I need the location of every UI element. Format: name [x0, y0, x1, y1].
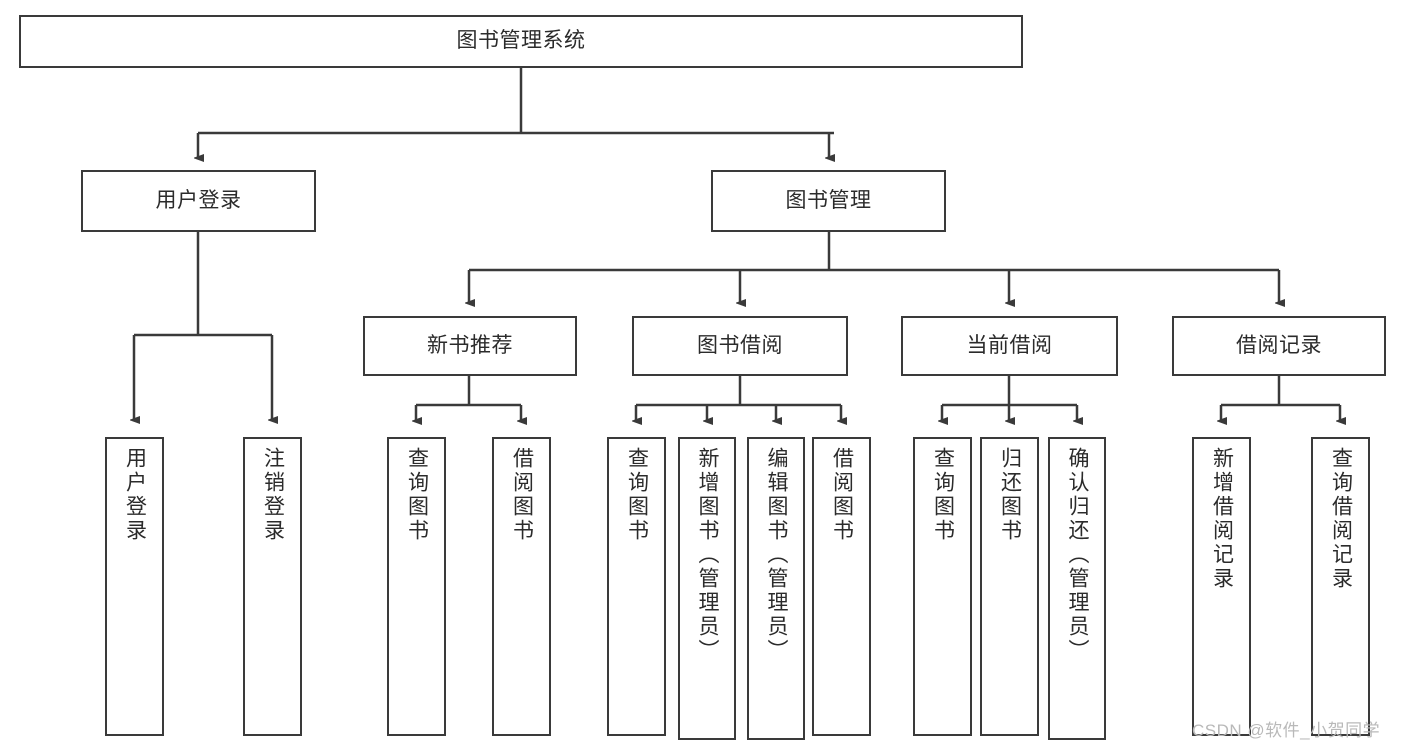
- node-borrow-records[interactable]: 借阅记录: [1172, 316, 1386, 376]
- node-label: 借阅图书: [510, 447, 534, 543]
- leaf-borrow-books-recommend[interactable]: 借阅图书: [492, 437, 551, 736]
- node-label: 图书管理: [785, 188, 872, 212]
- node-user-login[interactable]: 用户登录: [81, 170, 316, 232]
- leaf-query-books-borrow[interactable]: 查询图书: [607, 437, 666, 736]
- leaf-add-borrow-record[interactable]: 新增借阅记录: [1192, 437, 1251, 736]
- node-label: 注销登录: [261, 447, 285, 543]
- node-label: 图书借阅: [697, 333, 783, 357]
- csdn-watermark: CSDN @软件_小贺同学: [1192, 721, 1381, 740]
- leaf-edit-book-admin[interactable]: 编辑图书（管理员）: [747, 437, 805, 740]
- node-label: 新书推荐: [427, 333, 513, 357]
- node-label: 确认归还（管理员）: [1066, 447, 1090, 663]
- node-label: 新增图书（管理员）: [696, 447, 720, 663]
- node-current-borrowing[interactable]: 当前借阅: [901, 316, 1118, 376]
- leaf-query-borrow-record[interactable]: 查询借阅记录: [1311, 437, 1370, 736]
- node-label: 图书管理系统: [456, 29, 586, 53]
- node-label: 用户登录: [155, 188, 242, 212]
- leaf-query-books-recommend[interactable]: 查询图书: [387, 437, 446, 736]
- node-label: 新增借阅记录: [1210, 447, 1234, 591]
- node-label: 查询图书: [625, 447, 649, 543]
- node-label: 查询图书: [931, 447, 955, 543]
- node-book-borrowing[interactable]: 图书借阅: [632, 316, 848, 376]
- node-label: 编辑图书（管理员）: [765, 447, 789, 663]
- leaf-logout[interactable]: 注销登录: [243, 437, 302, 736]
- node-label: 查询借阅记录: [1329, 447, 1353, 591]
- leaf-return-books[interactable]: 归还图书: [980, 437, 1039, 736]
- leaf-query-books-current[interactable]: 查询图书: [913, 437, 972, 736]
- leaf-confirm-return-admin[interactable]: 确认归还（管理员）: [1048, 437, 1106, 740]
- node-label: 借阅图书: [830, 447, 854, 543]
- node-label: 当前借阅: [966, 333, 1053, 357]
- node-label: 借阅记录: [1236, 333, 1322, 357]
- leaf-borrow-books[interactable]: 借阅图书: [812, 437, 871, 736]
- node-root-book-management-system[interactable]: 图书管理系统: [19, 15, 1023, 68]
- node-book-management[interactable]: 图书管理: [711, 170, 946, 232]
- leaf-add-book-admin[interactable]: 新增图书（管理员）: [678, 437, 736, 740]
- node-label: 查询图书: [405, 447, 429, 543]
- node-label: 用户登录: [123, 447, 147, 543]
- node-new-book-recommendation[interactable]: 新书推荐: [363, 316, 577, 376]
- leaf-user-login[interactable]: 用户登录: [105, 437, 164, 736]
- node-label: 归还图书: [998, 447, 1022, 543]
